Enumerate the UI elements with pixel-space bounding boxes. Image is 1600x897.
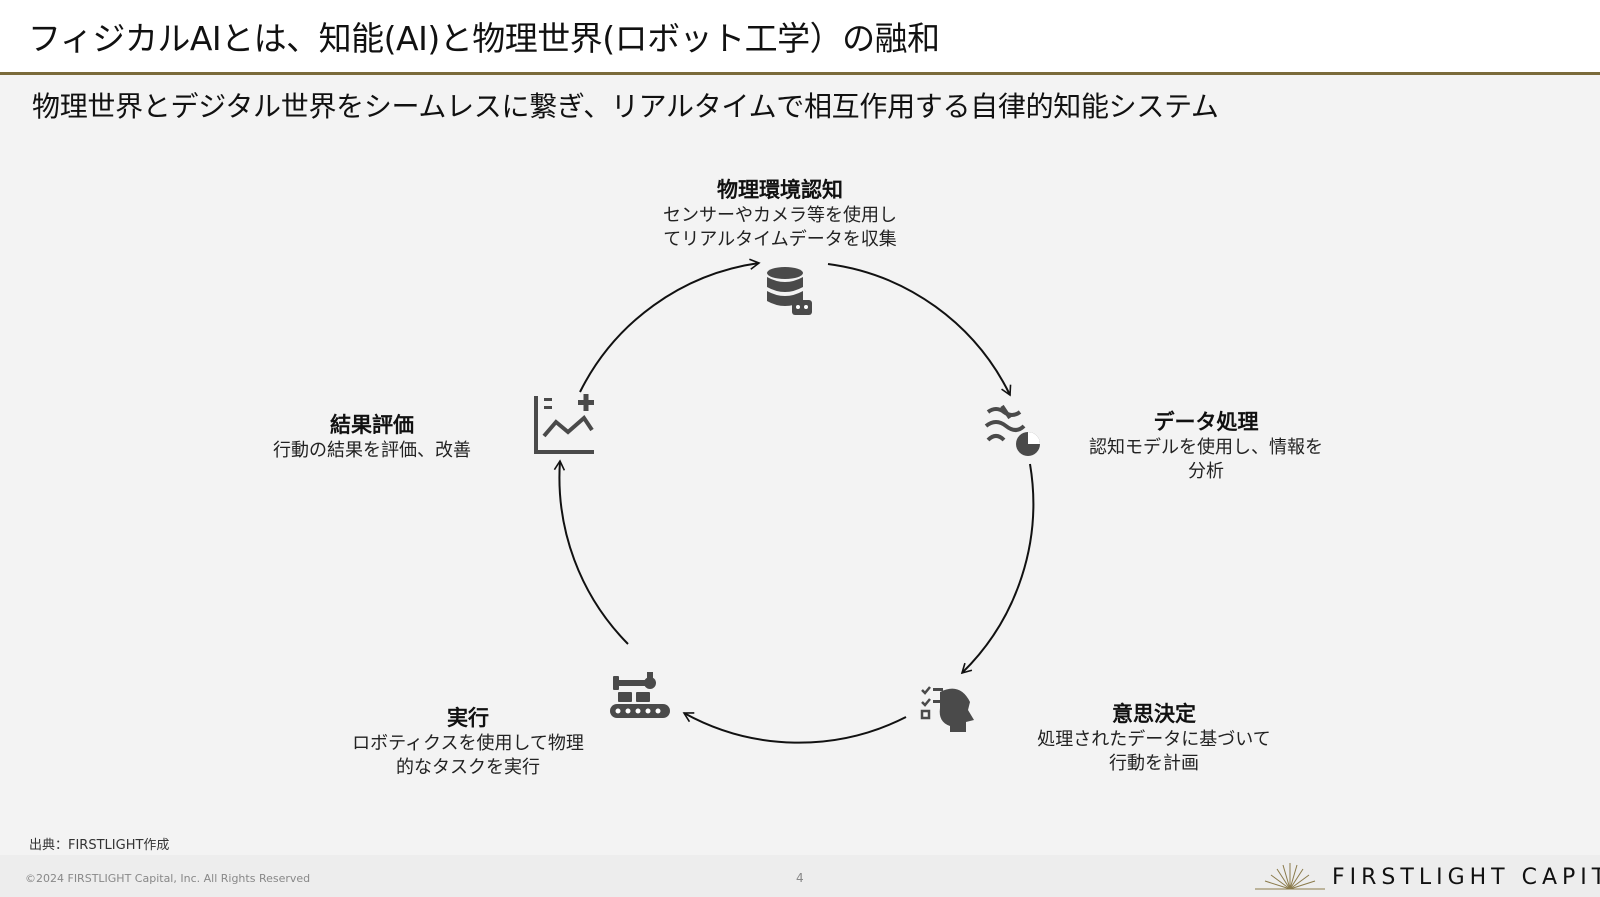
data-analysis-icon — [984, 404, 1040, 456]
node-desc-line1: 処理されたデータに基づいて — [1037, 729, 1271, 750]
node-title: 意思決定 — [1112, 702, 1196, 726]
node-title: 結果評価 — [330, 413, 414, 437]
arrow-perception-to-processing — [827, 263, 1012, 397]
node-desc-line2: 的なタスクを実行 — [396, 757, 540, 778]
node-evaluation: 結果評価 行動の結果を評価、改善 — [222, 409, 522, 463]
node-desc-line2: 分析 — [1188, 461, 1224, 482]
node-processing: データ処理 認知モデルを使用し、情報を 分析 — [1056, 406, 1356, 484]
node-desc-line2: てリアルタイムデータを収集 — [663, 229, 897, 250]
chart-plus-icon — [534, 394, 594, 454]
node-title: 実行 — [447, 706, 489, 730]
node-perception: 物理環境認知 センサーやカメラ等を使用し てリアルタイムデータを収集 — [630, 174, 930, 252]
robot-arm-conveyor-icon — [610, 672, 670, 718]
page-title: フィジカルAIとは、知能(AI)と物理世界(ロボット工学）の融和 — [28, 19, 940, 58]
node-desc-line1: 認知モデルを使用し、情報を — [1089, 437, 1323, 458]
header: フィジカルAIとは、知能(AI)と物理世界(ロボット工学）の融和 — [0, 0, 1600, 75]
node-execution: 実行 ロボティクスを使用して物理 的なタスクを実行 — [318, 702, 618, 780]
node-desc-line2: 行動を計画 — [1109, 753, 1199, 774]
arrow-execution-to-evaluation — [553, 459, 629, 645]
page-number: 4 — [796, 871, 804, 885]
node-title: 物理環境認知 — [717, 178, 843, 202]
sunrise-logo-icon — [1255, 863, 1325, 890]
head-checklist-icon — [920, 686, 974, 732]
arrow-decision-to-execution — [682, 712, 907, 744]
page-subtitle: 物理世界とデジタル世界をシームレスに繋ぎ、リアルタイムで相互作用する自律的知能シ… — [32, 90, 1219, 123]
cycle-diagram — [534, 258, 1040, 744]
source-note: 出典：FIRSTLIGHT作成 — [29, 838, 170, 853]
node-title: データ処理 — [1153, 410, 1259, 434]
arrow-evaluation-to-perception — [579, 258, 761, 393]
brand-logo-text: FIRSTLIGHT CAPITAL — [1332, 865, 1600, 890]
database-robot-icon — [767, 267, 812, 315]
node-decision: 意思決定 処理されたデータに基づいて 行動を計画 — [1004, 698, 1304, 776]
node-desc-line1: センサーやカメラ等を使用し — [663, 205, 897, 226]
slide-content: 物理世界とデジタル世界をシームレスに繋ぎ、リアルタイムで相互作用する自律的知能シ… — [0, 75, 1600, 855]
node-desc-line1: ロボティクスを使用して物理 — [352, 733, 584, 754]
copyright: ©2024 FIRSTLIGHT Capital, Inc. All Right… — [25, 872, 311, 885]
arrow-processing-to-decision — [960, 463, 1035, 675]
footer: ©2024 FIRSTLIGHT Capital, Inc. All Right… — [0, 855, 1600, 897]
node-desc-line1: 行動の結果を評価、改善 — [273, 440, 471, 461]
